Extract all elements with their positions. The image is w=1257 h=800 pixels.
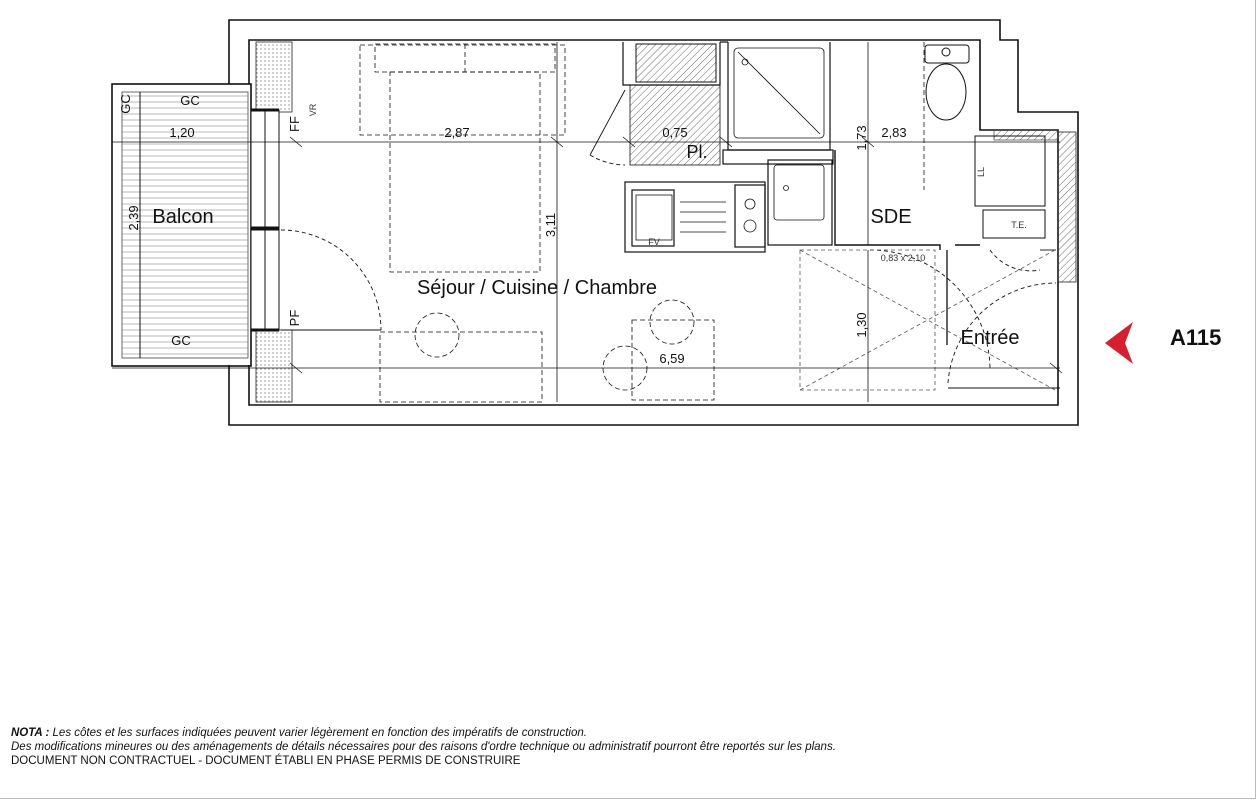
nota-text-1: Les côtes et les surfaces indiquées peuv… (52, 727, 587, 739)
entry-closet (799, 249, 1056, 391)
lot-label: A115 (1170, 325, 1222, 350)
room-label-balcon: Balcon (152, 206, 213, 228)
room-label-sde: SDE (870, 206, 911, 228)
placard-hatch (629, 84, 721, 166)
nota-line-1: NOTA : Les côtes et les surfaces indiqué… (11, 726, 871, 740)
dim-sejour-width: 2,87 (444, 125, 469, 140)
window-sejour-top (374, 43, 556, 73)
kitchen-sink (635, 194, 726, 241)
dim-entree-depth: 1,30 (854, 312, 869, 337)
dim-sejour-depth: 3,11 (543, 213, 558, 237)
label-gc-top: GC (180, 93, 200, 108)
nota-line-3: DOCUMENT NON CONTRACTUEL - DOCUMENT ÉTAB… (11, 755, 521, 767)
toilet (924, 44, 970, 121)
dim-placard-width: 0,75 (662, 125, 687, 140)
floor-plan: Balcon Séjour / Cuisine / Chambre SDE En… (111, 19, 1079, 426)
nota-label: NOTA : (11, 727, 50, 739)
dim-sde-width: 2,83 (881, 125, 906, 140)
laundry-cabinet (974, 135, 1046, 239)
facade-insulation-bottom (255, 329, 293, 403)
dim-door-size: 0,83 x 2,10 (881, 253, 926, 263)
balcony (111, 83, 252, 367)
dim-sde-depth: 1,73 (854, 125, 869, 150)
washbasin (773, 164, 825, 221)
label-gc-side: GC (118, 94, 133, 114)
cooktop (743, 198, 757, 233)
label-vr: VR (308, 103, 318, 116)
label-pf: PF (287, 310, 302, 327)
label-gc-bottom: GC (171, 333, 191, 348)
wc-wall-hatch (993, 129, 1059, 141)
shower (733, 47, 825, 139)
nota-line-2: Des modifications mineures ou des aménag… (11, 741, 836, 753)
lot-marker-icon (1105, 322, 1133, 364)
dimension-lines (112, 42, 1063, 402)
room-label-sejour: Séjour / Cuisine / Chambre (417, 277, 657, 299)
duct-hatch (635, 43, 717, 83)
room-label-placard: Pl. (686, 142, 707, 162)
dim-balcon-width: 1,20 (169, 125, 194, 140)
facade-insulation-top (255, 41, 293, 113)
dim-balcon-depth: 2,39 (126, 205, 141, 230)
label-ll: LL (976, 167, 986, 177)
bed (359, 44, 566, 273)
label-fv: FV (648, 237, 660, 247)
nota-block: NOTA : Les côtes et les surfaces indiqué… (11, 726, 871, 768)
room-label-entree: Entrée (961, 327, 1020, 349)
sde-partition (834, 150, 980, 250)
label-te: T.E. (1011, 220, 1027, 230)
balcony-windows (250, 108, 280, 332)
label-ff: FF (287, 116, 302, 132)
facade-insulation-right (1057, 131, 1077, 283)
doors (280, 89, 1060, 389)
dim-total-width: 6,59 (659, 351, 684, 366)
